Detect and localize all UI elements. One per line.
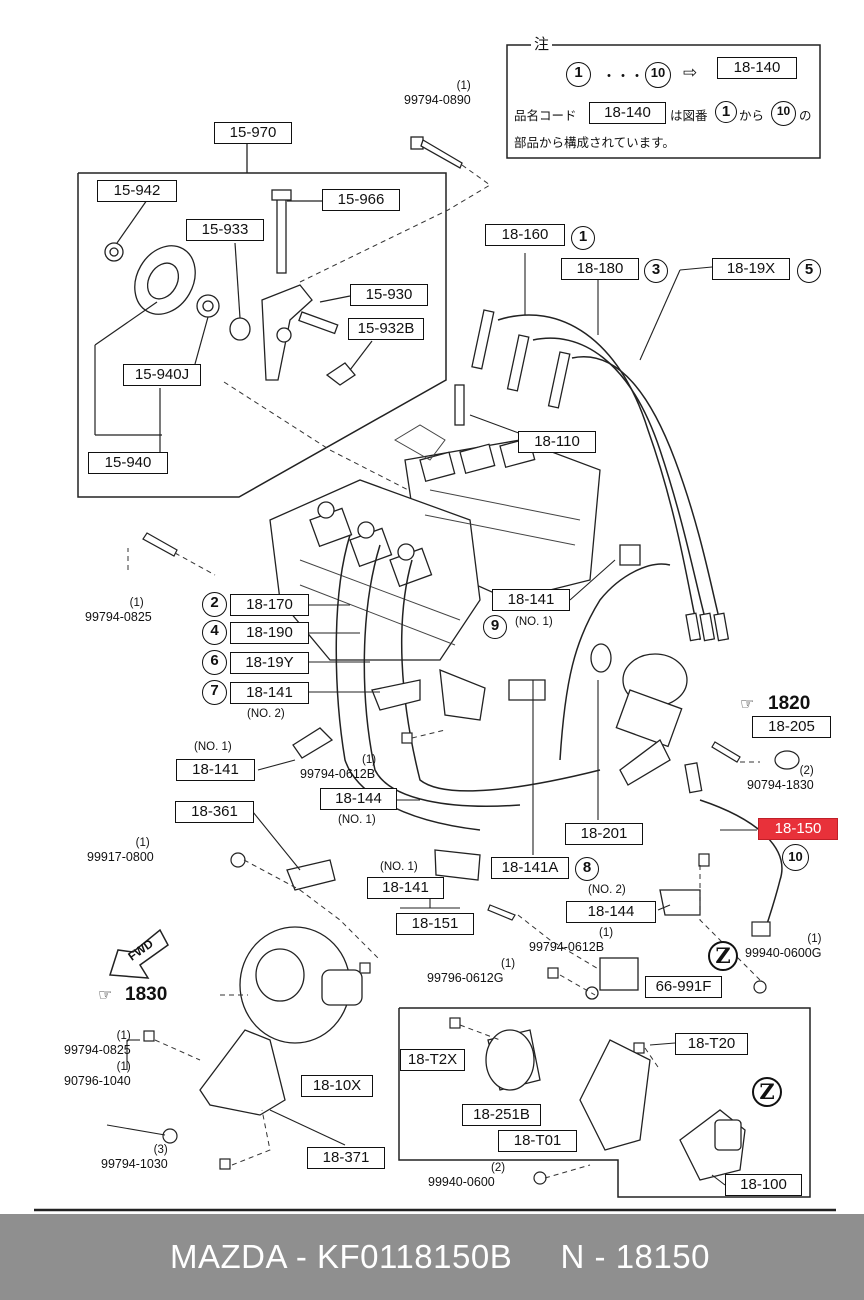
label-18-19y: 18-19Y [230,652,309,674]
label-18-144-no1: 18-144 [320,788,397,810]
note-range-end-marker: 10 [645,62,671,88]
label-18-t01: 18-T01 [498,1130,577,1152]
label-18-180: 18-180 [561,258,639,280]
label-15-932b: 15-932B [348,318,424,340]
label-18-160: 18-160 [485,224,565,246]
part-99794-1030: (3)99794-1030 [101,1144,168,1171]
circled-1: 1 [571,226,595,250]
parts-diagram: 注 1 ・・・ 10 ⇨ 18-140 品名コード 18-140 は図番 1 か… [34,33,838,1212]
part-99794-0825-b: (1)99794-0825 [64,1030,131,1057]
part-99940-0600g: (1)99940-0600G [745,933,822,960]
ref-1820: 1820 [768,693,811,714]
label-18-170: 18-170 [230,594,309,616]
label-15-970: 15-970 [214,122,292,144]
ref-1830: 1830 [125,984,168,1005]
label-18-150-highlighted[interactable]: 18-150 [758,818,838,840]
label-18-361: 18-361 [175,801,254,823]
note-assembly-label: 18-140 [717,57,797,79]
note-title: 注 [531,33,553,54]
note-line1-prefix: 品名コード [514,109,577,123]
label-18-t20: 18-T20 [675,1033,748,1055]
label-18-10x: 18-10X [301,1075,373,1097]
note-range-start-marker: 1 [566,62,591,87]
label-18-251b: 18-251B [462,1104,541,1126]
note-line1-from-marker: 1 [715,101,737,123]
circled-3: 3 [644,259,668,283]
label-15-940: 15-940 [88,452,168,474]
note-line1-code: 18-140 [589,102,666,124]
diagram-drawing [34,44,836,1212]
label-66-991f: 66-991F [645,976,722,998]
part-99794-0825-a: (1)99794-0825 [85,597,152,624]
part-99940-0600: (2)99940-0600 [428,1162,506,1189]
circled-7: 7 [202,680,227,705]
label-18-141-clip: 18-141 [176,759,255,781]
note-no2-a: (NO. 2) [247,708,285,720]
footer-bar: MAZDA - KF0118150B N - 18150 [0,1214,864,1300]
circled-9: 9 [483,615,507,639]
part-90794-1830: (2)90794-1830 [747,765,814,792]
label-18-151: 18-151 [396,913,474,935]
note-line1-mid: は図番 [670,109,708,123]
label-18-141-lower: 18-141 [367,877,444,899]
label-18-371: 18-371 [307,1147,385,1169]
part-99794-0612b-b: (1)99794-0612B [529,927,614,954]
label-18-141-no2: 18-141 [230,682,309,704]
label-18-141a: 18-141A [491,857,569,879]
ref-z-upper: Z [708,941,738,971]
footer-part-text: MAZDA - KF0118150B N - 18150 [170,1238,710,1275]
note-no1-a: (NO. 1) [515,616,553,628]
note-no1-d: (NO. 1) [380,861,418,873]
circled-10: 10 [782,844,809,871]
label-18-t2x: 18-T2X [400,1049,465,1071]
part-99796-0612g: (1)99796-0612G [427,958,516,985]
circled-6: 6 [202,650,227,675]
circled-4: 4 [202,620,227,645]
note-no1-b: (NO. 1) [194,741,232,753]
label-15-966: 15-966 [322,189,400,211]
note-no1-c: (NO. 1) [338,814,376,826]
part-90796-1040: (1)90796-1040 [64,1061,131,1088]
part-99917-0800: (1)99917-0800 [87,837,154,864]
note-line1-kara: から [739,109,765,123]
label-18-100: 18-100 [725,1174,802,1196]
label-15-930: 15-930 [350,284,428,306]
note-range-dots: ・・・ [602,68,644,84]
note-arrow: ⇨ [683,63,698,82]
label-15-940j: 15-940J [123,364,201,386]
part-99794-0890: (1)99794-0890 [404,80,471,107]
note-line1-suffix: の [799,109,812,123]
part-99794-0612b-a: (1)99794-0612B [300,754,377,781]
label-18-190: 18-190 [230,622,309,644]
hand-pointer-icon: ☞ [740,696,755,713]
label-18-144-no2: 18-144 [566,901,656,923]
label-15-942: 15-942 [97,180,177,202]
label-18-110: 18-110 [518,431,596,453]
label-15-933: 15-933 [186,219,264,241]
label-18-205: 18-205 [752,716,831,738]
ref-z-lower: Z [752,1077,782,1107]
note-no2-b: (NO. 2) [588,884,626,896]
label-18-19x: 18-19X [712,258,790,280]
label-18-201: 18-201 [565,823,643,845]
circled-8: 8 [575,857,599,881]
label-18-141-no1: 18-141 [492,589,570,611]
note-line2: 部品から構成されています。 [514,136,675,150]
note-line1-to-marker: 10 [771,101,796,126]
circled-5: 5 [797,259,821,283]
circled-2: 2 [202,592,227,617]
hand-pointer-icon-2: ☞ [98,987,113,1004]
